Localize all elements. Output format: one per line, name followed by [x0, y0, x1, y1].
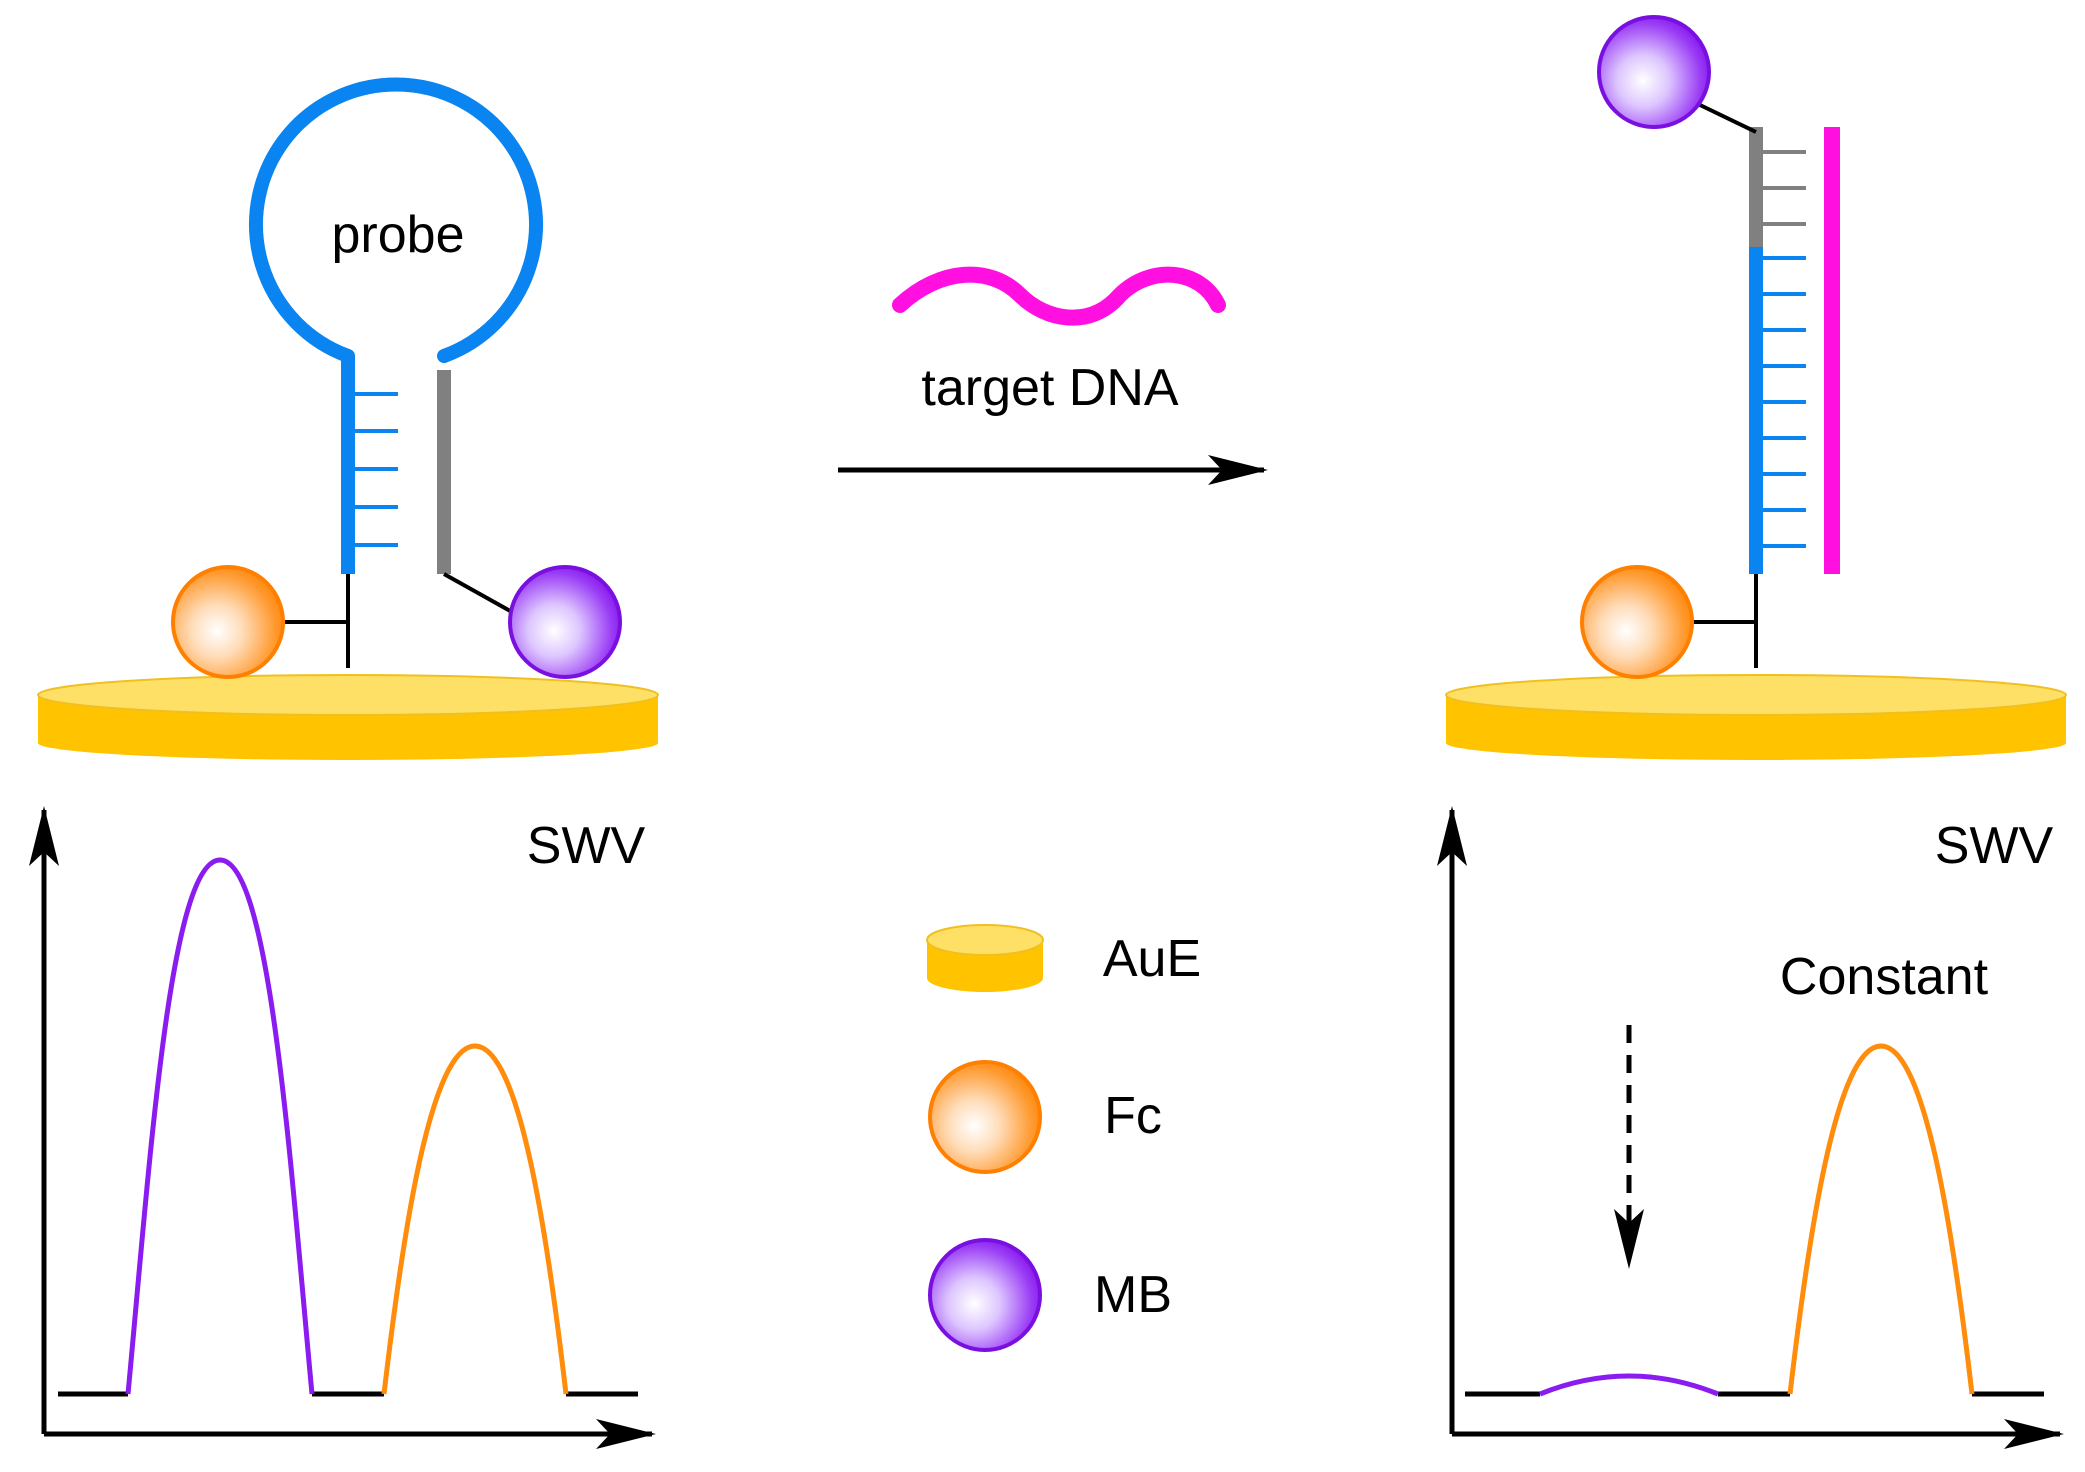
left-fc-peak [381, 1043, 569, 1395]
left-swv-label: SWV [527, 817, 646, 875]
legend: AuE Fc MB [926, 924, 1201, 1352]
legend-electrode-icon [926, 924, 1044, 992]
right-mb-ball [1597, 15, 1711, 129]
right-linkers [1693, 103, 1758, 668]
right-swv-label: SWV [1935, 817, 2054, 875]
legend-mb-icon [928, 1238, 1042, 1352]
left-mb-peak [125, 857, 315, 1395]
legend-fc-label: Fc [1104, 1087, 1162, 1145]
right-gold-electrode [1445, 674, 2067, 760]
legend-electrode-label: AuE [1103, 930, 1201, 988]
right-duplex-assembly [1445, 15, 2067, 760]
right-fc-peak [1787, 1043, 1975, 1395]
right-swv-plot: SWV Constant [1437, 806, 2064, 1449]
right-blue-base-pairs [1763, 256, 1806, 548]
constant-label: Constant [1780, 948, 1989, 1006]
probe-label: probe [332, 206, 465, 264]
target-dna-label: target DNA [921, 359, 1179, 417]
target-dna-strand [892, 266, 1226, 326]
legend-fc-icon [928, 1060, 1042, 1174]
target-dna-step: target DNA [838, 266, 1268, 485]
right-mb-peak [1539, 1373, 1719, 1397]
left-swv-plot: SWV [28, 806, 656, 1449]
left-probe-base-pairs [355, 392, 398, 547]
legend-mb-label: MB [1094, 1266, 1172, 1324]
left-probe-assembly: probe [37, 77, 659, 760]
right-fc-ball [1580, 565, 1694, 679]
left-linkers [285, 572, 513, 668]
left-probe-loop [249, 77, 543, 363]
left-fc-ball [171, 565, 285, 679]
left-mb-ball [508, 565, 622, 679]
right-gray-base-pairs [1763, 150, 1806, 226]
left-gold-electrode [37, 674, 659, 760]
